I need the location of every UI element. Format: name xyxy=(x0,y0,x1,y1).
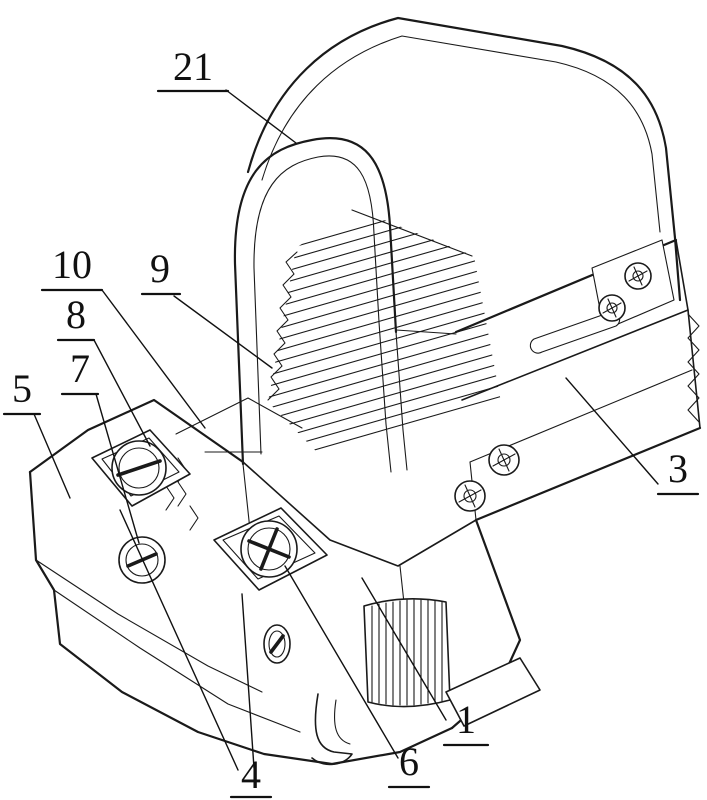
callout-21: 21 xyxy=(173,44,213,89)
leader-line-4a xyxy=(119,509,239,771)
rail-screw-upper xyxy=(598,294,626,322)
callout-4: 4 xyxy=(241,752,261,797)
callout-1: 1 xyxy=(456,697,476,742)
leader-line-6 xyxy=(284,565,399,759)
leader-line-3 xyxy=(565,377,659,485)
elevation-turret-screw xyxy=(91,429,191,507)
callout-10: 10 xyxy=(52,242,92,287)
knurled-wheel xyxy=(363,598,451,708)
mounting-rail xyxy=(454,238,702,522)
callout-9: 9 xyxy=(150,246,170,291)
leader-line-21 xyxy=(225,89,297,144)
leader-line-4b xyxy=(241,593,255,769)
rail-screw-lower xyxy=(488,444,520,476)
windage-turret-screw xyxy=(213,507,328,591)
leader-line-9 xyxy=(173,295,273,369)
callout-8: 8 xyxy=(66,292,86,337)
leader-line-5 xyxy=(33,413,71,499)
leader-line-10 xyxy=(101,289,206,429)
rail-teeth xyxy=(687,313,700,423)
rail-screw-top xyxy=(624,262,652,290)
callouts: 21 10 9 8 7 5 3 1 6 4 xyxy=(2,44,700,799)
louver-slats xyxy=(268,208,507,466)
leader-line-8 xyxy=(93,339,151,447)
louver-edge-serration xyxy=(267,209,473,401)
front-screw xyxy=(263,624,291,664)
leader-line-1 xyxy=(361,577,447,721)
callout-6: 6 xyxy=(399,739,419,784)
base-clamp xyxy=(311,657,541,766)
leader-lines xyxy=(33,89,659,771)
callout-3: 3 xyxy=(668,446,688,491)
callout-7: 7 xyxy=(70,346,90,391)
lens-mount-shelf xyxy=(175,397,303,453)
sight-hood xyxy=(246,16,682,335)
front-window-frame xyxy=(233,137,408,473)
leader-line-7 xyxy=(95,393,140,544)
rail-screw-bottom xyxy=(454,480,486,512)
callout-5: 5 xyxy=(12,366,32,411)
